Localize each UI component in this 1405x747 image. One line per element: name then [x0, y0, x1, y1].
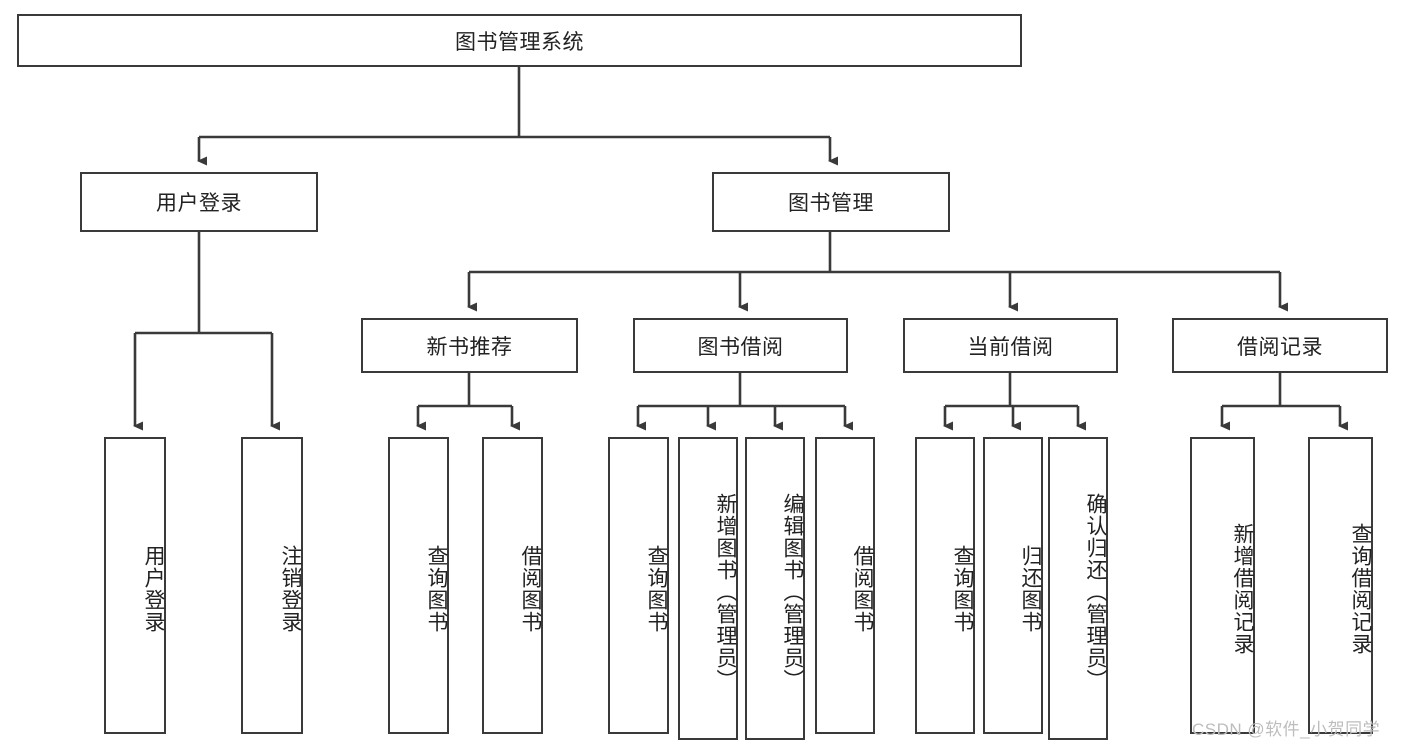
leaf-edit-book-admin-label: 编辑图书（管理员）	[781, 492, 804, 691]
leaf-edit-book-admin[interactable]: 编辑图书（管理员）	[745, 437, 805, 740]
leaf-add-book-admin-label: 新增图书（管理员）	[714, 492, 737, 691]
node-user-login[interactable]: 用户登录	[80, 172, 318, 232]
leaf-confirm-return-admin-label: 确认归还（管理员）	[1084, 492, 1107, 691]
node-user-login-label: 用户登录	[156, 192, 242, 215]
leaf-confirm-return-admin[interactable]: 确认归还（管理员）	[1048, 437, 1108, 740]
leaf-borrow-book[interactable]: 借阅图书	[815, 437, 875, 734]
leaf-return-book-label: 归还图书	[1019, 544, 1042, 633]
leaf-add-borrow-record[interactable]: 新增借阅记录	[1190, 437, 1255, 734]
node-book-management[interactable]: 图书管理	[712, 172, 950, 232]
node-new-book-recommend-label: 新书推荐	[426, 335, 513, 359]
node-borrow-record[interactable]: 借阅记录	[1172, 318, 1388, 373]
leaf-add-borrow-record-label: 新增借阅记录	[1231, 522, 1254, 655]
leaf-logout-label: 注销登录	[279, 544, 302, 633]
leaf-query-book-borrow-label: 查询图书	[645, 544, 668, 633]
leaf-query-book-recommend[interactable]: 查询图书	[388, 437, 449, 734]
leaf-query-borrow-record-label: 查询借阅记录	[1349, 522, 1372, 655]
leaf-query-borrow-record[interactable]: 查询借阅记录	[1308, 437, 1373, 734]
node-root-label: 图书管理系统	[455, 30, 584, 54]
node-root[interactable]: 图书管理系统	[17, 14, 1022, 67]
node-borrow-record-label: 借阅记录	[1237, 335, 1323, 359]
leaf-logout[interactable]: 注销登录	[241, 437, 303, 734]
watermark: CSDN @软件_小贺同学	[1192, 720, 1381, 739]
leaf-query-book-current[interactable]: 查询图书	[915, 437, 975, 734]
leaf-return-book[interactable]: 归还图书	[983, 437, 1043, 734]
node-book-borrow[interactable]: 图书借阅	[633, 318, 848, 373]
leaf-borrow-book-label: 借阅图书	[851, 544, 874, 633]
node-current-borrow-label: 当前借阅	[967, 335, 1054, 359]
leaf-user-login[interactable]: 用户登录	[104, 437, 166, 734]
leaf-borrow-book-recommend-label: 借阅图书	[519, 544, 542, 633]
leaf-borrow-book-recommend[interactable]: 借阅图书	[482, 437, 543, 734]
node-book-borrow-label: 图书借阅	[697, 335, 784, 359]
leaf-query-book-recommend-label: 查询图书	[425, 544, 448, 633]
node-book-management-label: 图书管理	[788, 192, 874, 215]
node-current-borrow[interactable]: 当前借阅	[903, 318, 1118, 373]
leaf-add-book-admin[interactable]: 新增图书（管理员）	[678, 437, 738, 740]
leaf-query-book-borrow[interactable]: 查询图书	[608, 437, 669, 734]
node-new-book-recommend[interactable]: 新书推荐	[361, 318, 578, 373]
leaf-query-book-current-label: 查询图书	[951, 544, 974, 633]
leaf-user-login-label: 用户登录	[142, 544, 165, 633]
